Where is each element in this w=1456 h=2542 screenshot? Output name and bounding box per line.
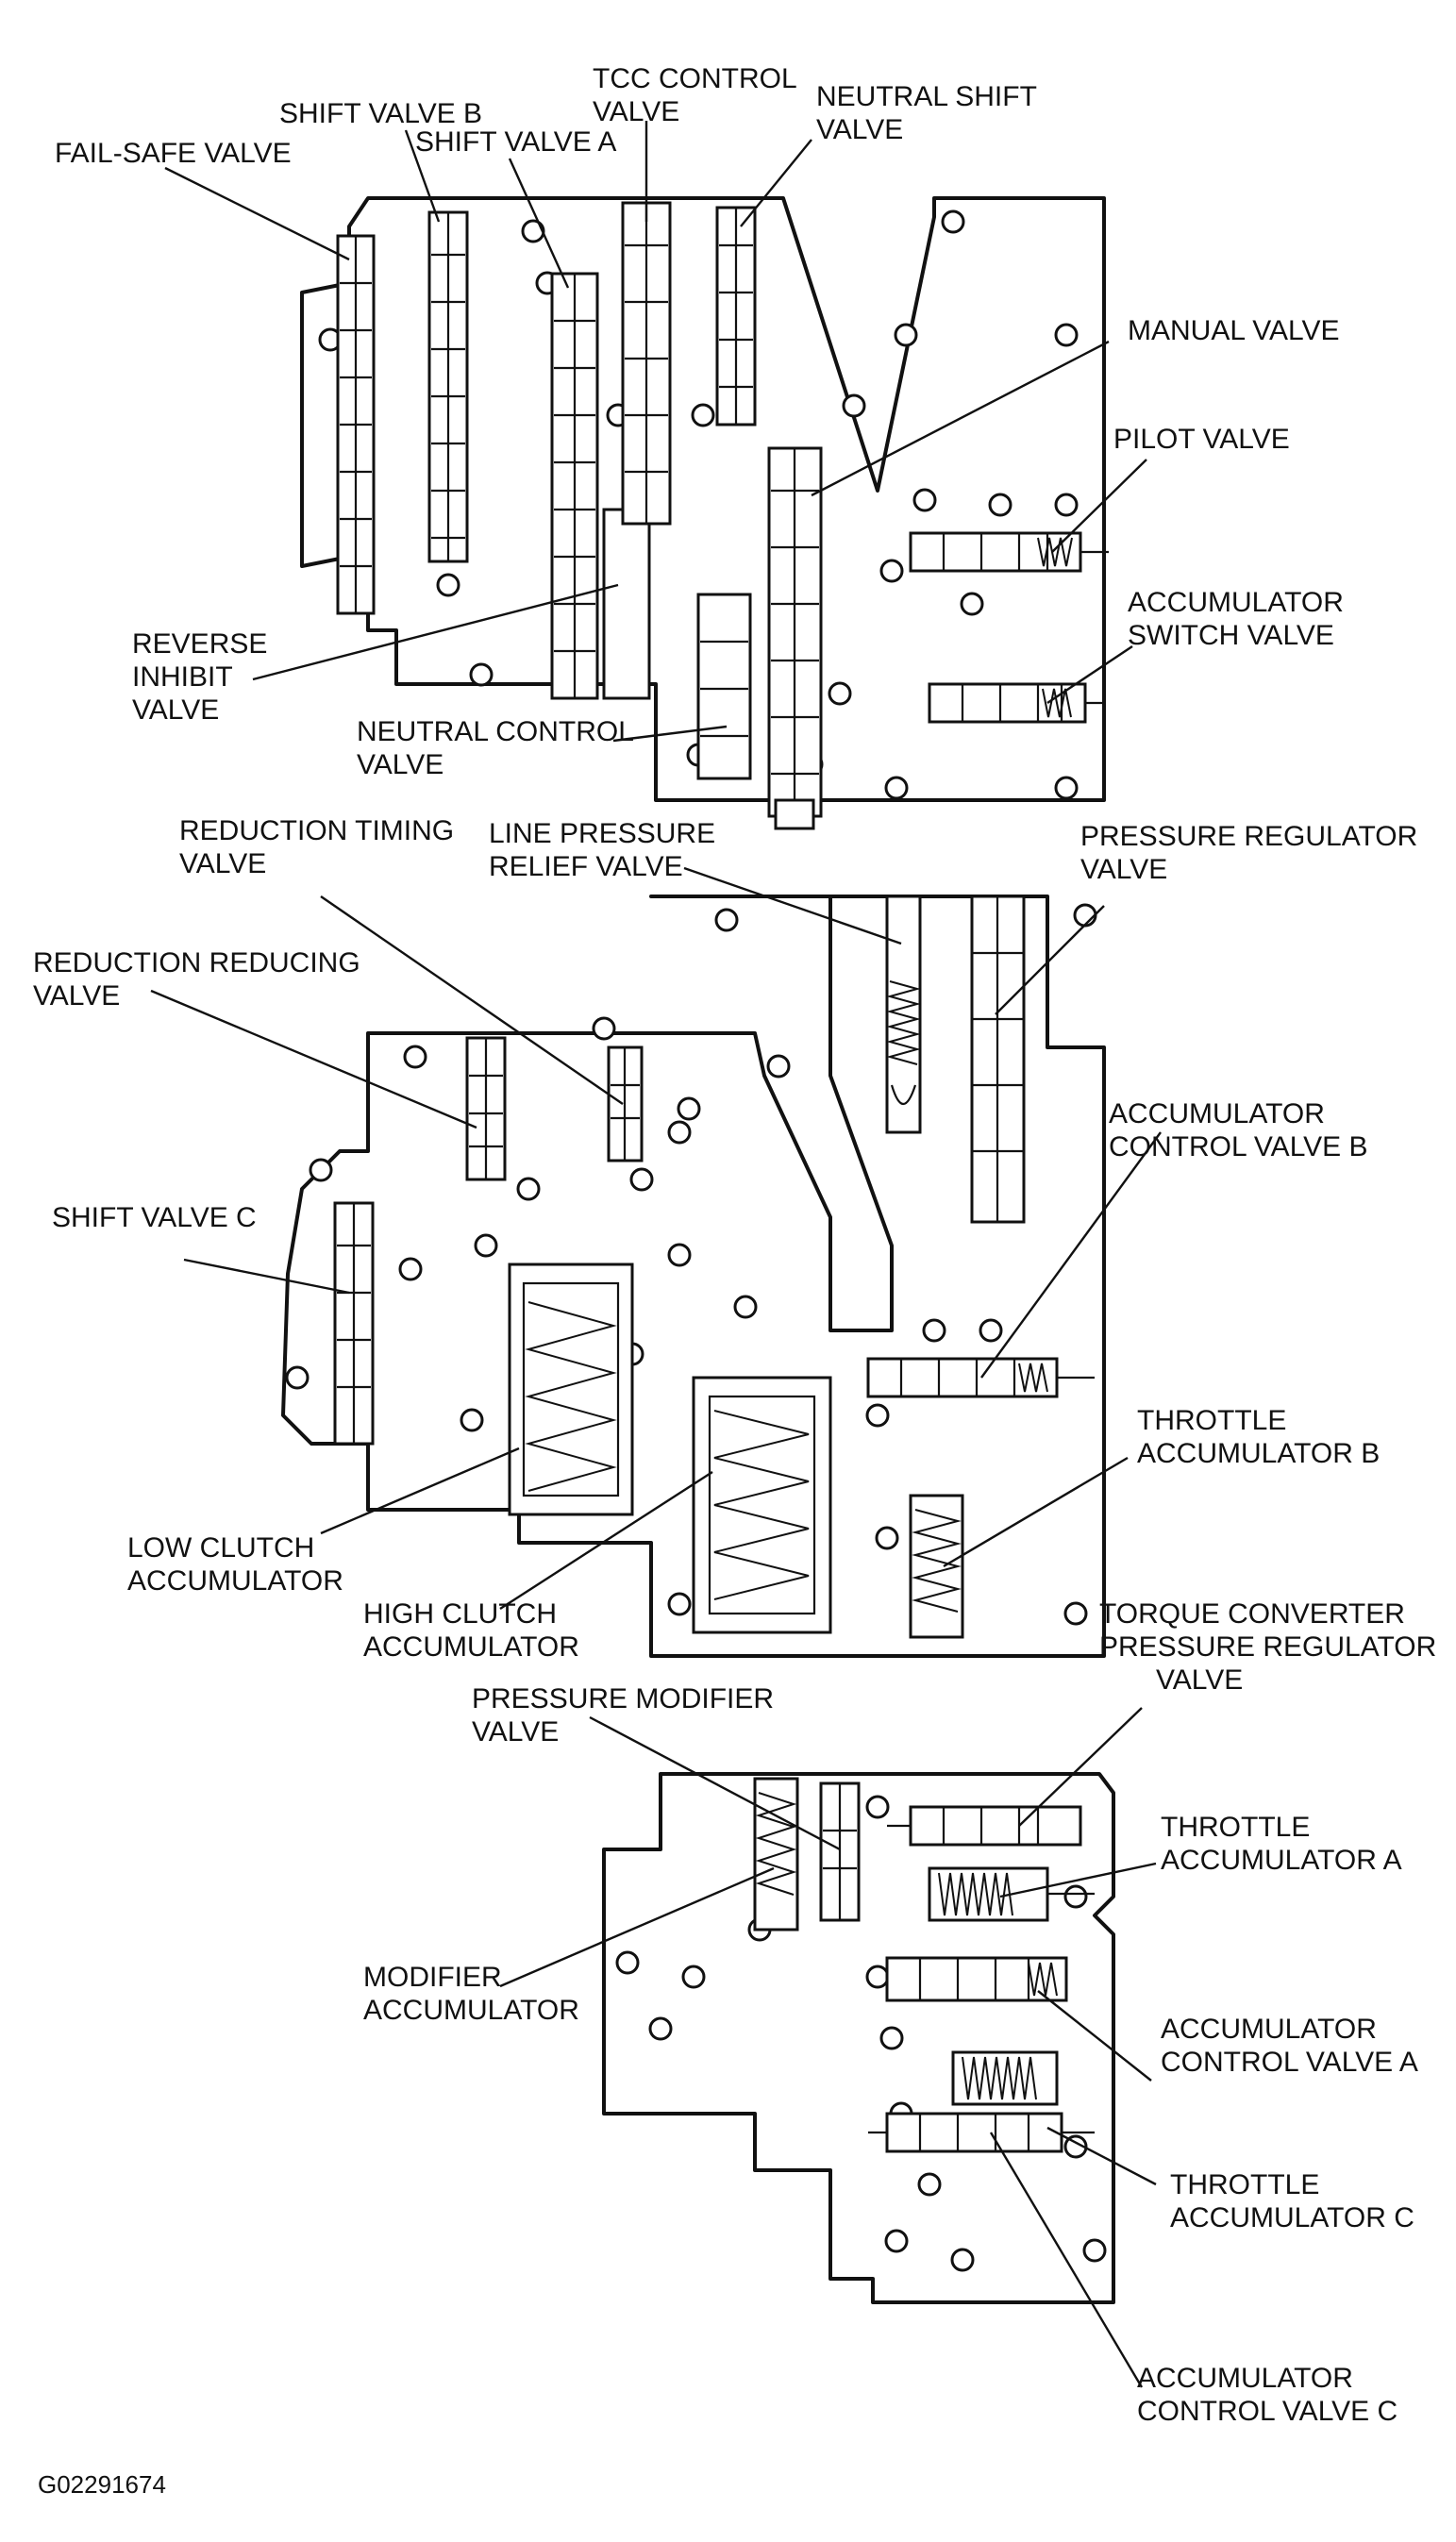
middle-valve-body [281,895,1106,1658]
label-manual-valve: MANUAL VALVE [1128,315,1340,346]
label-reverse-inhibit-1: REVERSE [132,628,267,660]
label-throttle-accumulator-c-2: ACCUMULATOR C [1170,2202,1414,2233]
label-reduction-reducing-1: REDUCTION REDUCING [33,947,360,978]
label-shift-valve-a: SHIFT VALVE A [415,126,616,158]
label-tc-pressure-regulator-1: TORQUE CONVERTER [1099,1598,1405,1630]
label-throttle-accumulator-b-1: THROTTLE [1137,1405,1286,1436]
label-neutral-control-2: VALVE [357,749,443,780]
label-tc-pressure-regulator-2: PRESSURE REGULATOR [1099,1631,1436,1663]
label-accumulator-control-a-1: ACCUMULATOR [1161,2014,1377,2045]
label-pilot-valve: PILOT VALVE [1113,424,1290,455]
label-pressure-modifier-1: PRESSURE MODIFIER [472,1683,774,1714]
label-neutral-control-1: NEUTRAL CONTROL [357,716,634,747]
label-modifier-accumulator-2: ACCUMULATOR [363,1995,579,2026]
lower-valve-body [602,1772,1115,2304]
label-shift-valve-b: SHIFT VALVE B [279,98,482,129]
label-accumulator-control-c-2: CONTROL VALVE C [1137,2396,1397,2427]
label-pressure-regulator-1: PRESSURE REGULATOR [1080,821,1417,852]
label-tcc-control-1: TCC CONTROL [593,63,797,94]
label-pressure-regulator-2: VALVE [1080,854,1167,885]
label-throttle-accumulator-c-1: THROTTLE [1170,2169,1319,2200]
label-accumulator-switch-2: SWITCH VALVE [1128,620,1334,651]
label-modifier-accumulator-1: MODIFIER [363,1962,502,1993]
label-pressure-modifier-2: VALVE [472,1716,559,1748]
label-throttle-accumulator-b-2: ACCUMULATOR B [1137,1438,1380,1469]
leader-lines [150,121,1162,2388]
label-neutral-shift-1: NEUTRAL SHIFT [816,81,1037,112]
label-throttle-accumulator-a-2: ACCUMULATOR A [1161,1845,1402,1876]
label-line-pressure-relief-2: RELIEF VALVE [489,851,683,882]
label-accumulator-control-c-1: ACCUMULATOR [1137,2363,1353,2394]
label-reverse-inhibit-3: VALVE [132,694,219,726]
label-fail-safe-valve: FAIL-SAFE VALVE [55,138,292,169]
label-reduction-timing-1: REDUCTION TIMING [179,815,454,846]
label-accumulator-control-b-1: ACCUMULATOR [1109,1098,1325,1129]
label-tcc-control-2: VALVE [593,96,679,127]
label-accumulator-control-b-2: CONTROL VALVE B [1109,1131,1368,1162]
label-high-clutch-2: ACCUMULATOR [363,1631,579,1663]
label-accumulator-switch-1: ACCUMULATOR [1128,587,1344,618]
label-line-pressure-relief-1: LINE PRESSURE [489,818,715,849]
figure-id: G02291674 [38,2470,166,2499]
label-high-clutch-1: HIGH CLUTCH [363,1598,557,1630]
labels: FAIL-SAFE VALVE SHIFT VALVE B SHIFT VALV… [33,63,1436,2499]
label-low-clutch-2: ACCUMULATOR [127,1565,343,1597]
label-reverse-inhibit-2: INHIBIT [132,661,233,693]
label-reduction-timing-2: VALVE [179,848,266,879]
label-neutral-shift-2: VALVE [816,114,903,145]
label-shift-valve-c: SHIFT VALVE C [52,1202,257,1233]
label-accumulator-control-a-2: CONTROL VALVE A [1161,2047,1418,2078]
label-reduction-reducing-2: VALVE [33,980,120,1012]
upper-valve-body [300,196,1109,830]
label-throttle-accumulator-a-1: THROTTLE [1161,1812,1310,1843]
label-tc-pressure-regulator-3: VALVE [1156,1664,1243,1696]
label-low-clutch-1: LOW CLUTCH [127,1532,314,1564]
